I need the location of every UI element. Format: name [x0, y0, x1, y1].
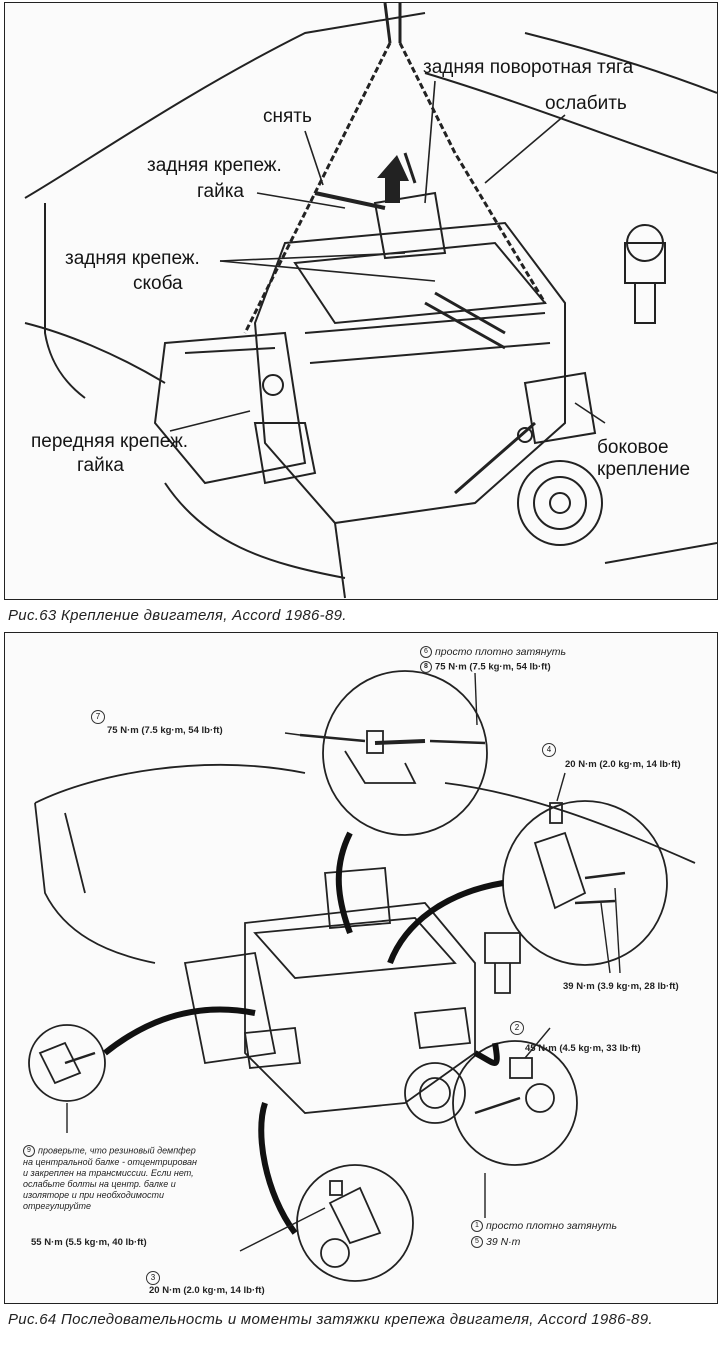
- label-remove: снять: [263, 106, 312, 127]
- step-1-marker: 1: [471, 1220, 483, 1233]
- step-2-marker: 2: [510, 1021, 524, 1035]
- step6-text: просто плотно затянуть: [435, 646, 567, 658]
- engine-torque-sequence-drawing: [28, 670, 696, 1282]
- figure-63-illustration: задняя поворотная тяга ослабить снять за…: [4, 2, 718, 600]
- step-9-marker: 9: [23, 1145, 35, 1157]
- step7-torque: 75 N·m (7.5 kg·m, 54 lb·ft): [107, 725, 223, 736]
- label-front-mount-nut-line1: передняя крепеж.: [31, 431, 189, 452]
- step8-text: 75 N·m (7.5 kg·m, 54 lb·ft): [435, 661, 551, 673]
- step5-text: 39 N·m: [486, 1236, 521, 1248]
- step-6-marker: 6: [420, 646, 432, 659]
- engine-mount-drawing: [24, 3, 717, 599]
- label-rear-steering-rod: задняя поворотная тяга: [423, 57, 634, 78]
- step-3-marker: 3: [146, 1271, 160, 1285]
- step-5-marker: 5: [471, 1236, 483, 1249]
- step-8-marker: 8: [420, 661, 432, 673]
- figure-63-caption: Рис.63 Крепление двигателя, Accord 1986-…: [8, 607, 347, 624]
- step9-text: проверьте, что резиновый демпфер на цент…: [23, 1145, 197, 1211]
- label-rear-mount-nut-line1: задняя крепеж.: [147, 155, 282, 176]
- step1-text: просто плотно затянуть: [486, 1220, 618, 1232]
- label-side-mount-line1: боковое: [597, 437, 669, 458]
- step2-torque: 45 N·m (4.5 kg·m, 33 lb·ft): [525, 1043, 641, 1054]
- label-rear-mount-nut-line2: гайка: [197, 181, 244, 202]
- label-loosen: ослабить: [545, 93, 627, 114]
- label-rear-mount-bracket-line2: скоба: [133, 273, 183, 294]
- label-rear-mount-bracket-line1: задняя крепеж.: [65, 248, 200, 269]
- torque-39-label: 39 N·m (3.9 kg·m, 28 lb·ft): [563, 981, 679, 992]
- figure-64-caption: Рис.64 Последовательность и моменты затя…: [8, 1311, 653, 1328]
- step-7-marker: 7: [91, 710, 105, 724]
- label-front-mount-nut-line2: гайка: [77, 455, 124, 476]
- step4-torque: 20 N·m (2.0 kg·m, 14 lb·ft): [565, 759, 681, 770]
- step-4-marker: 4: [542, 743, 556, 757]
- step3-torque: 20 N·m (2.0 kg·m, 14 lb·ft): [149, 1285, 265, 1296]
- torque-55-label: 55 N·m (5.5 kg·m, 40 lb·ft): [31, 1237, 147, 1248]
- label-side-mount-line2: крепление: [597, 459, 691, 480]
